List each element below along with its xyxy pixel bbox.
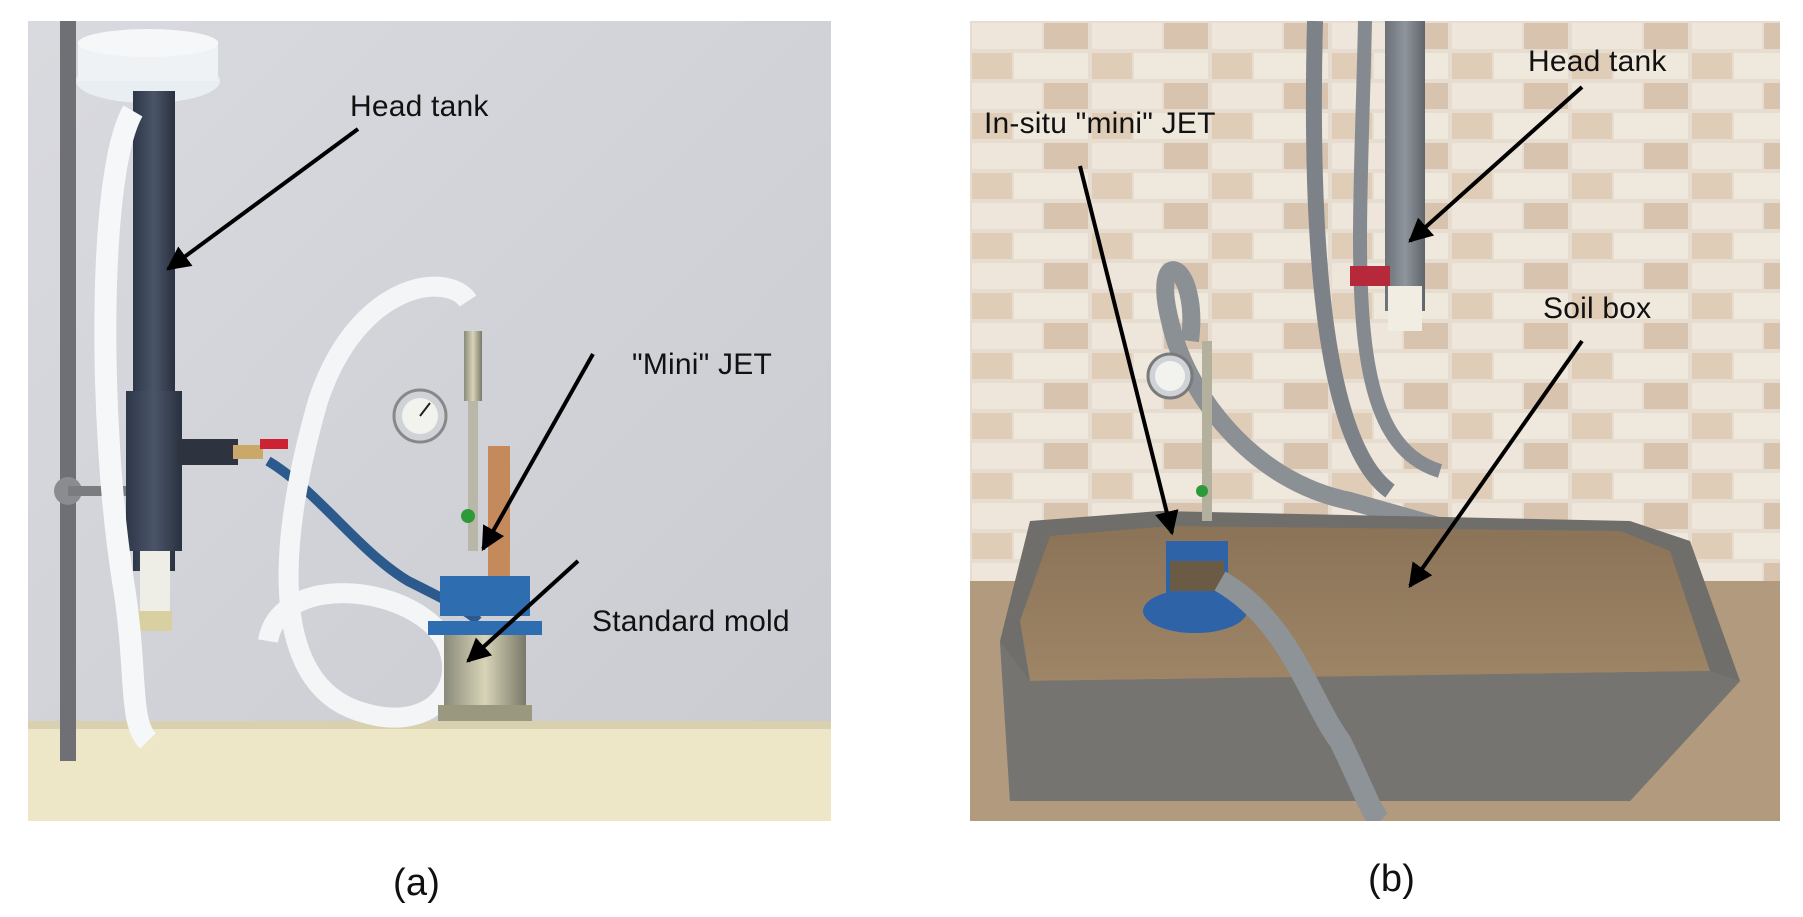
red-valve <box>260 439 288 449</box>
corrugated-hose <box>1214 571 1389 821</box>
red-valve-b <box>1350 266 1390 286</box>
label-mini-jet: "Mini" JET <box>632 348 772 381</box>
label-standard-mold: Standard mold <box>592 605 790 638</box>
arrow-head-tank-b <box>1408 85 1584 243</box>
bench <box>28 721 831 821</box>
arrow-standard-mold <box>466 559 580 663</box>
arrow-in-situ-jet <box>1078 165 1179 536</box>
label-head-tank-b: Head tank <box>1528 45 1667 78</box>
arrow-mini-jet <box>481 353 595 552</box>
arrow-head-tank-a <box>166 127 360 271</box>
white-hose-loop <box>258 276 477 728</box>
white-hose-left <box>94 105 157 749</box>
label-head-tank-a: Head tank <box>350 90 489 123</box>
photo-panel-b <box>970 21 1780 821</box>
ruler <box>488 446 510 581</box>
caption-b: (b) <box>1368 858 1416 900</box>
green-valve <box>461 509 475 523</box>
soil-surface <box>1020 526 1710 681</box>
label-soil-box: Soil box <box>1543 292 1652 325</box>
mini-jet-device <box>440 576 530 616</box>
arrow-soil-box <box>1408 339 1584 588</box>
support-rod <box>60 21 76 761</box>
head-tank-pipe-b <box>1385 21 1425 311</box>
label-in-situ-mini-jet: In-situ "mini" JET <box>984 107 1216 140</box>
caption-a: (a) <box>393 862 441 904</box>
photo-panel-a <box>28 21 831 821</box>
